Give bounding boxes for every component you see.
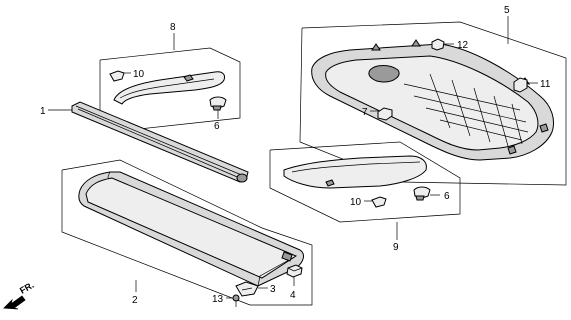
- weatherstrip-seal: [48, 101, 249, 183]
- bracket-3: [235, 281, 268, 297]
- clip-4: [286, 264, 303, 286]
- clip-7: [370, 107, 393, 121]
- rear-shelf-panel: [311, 39, 554, 161]
- rear-tray-shelf: [78, 171, 304, 287]
- callout-6-top: 6: [214, 121, 220, 132]
- callout-7: 7: [362, 107, 368, 118]
- group-2-frame: [61, 159, 313, 306]
- clip-6-lower: [413, 186, 440, 201]
- callout-10-top: 10: [133, 69, 145, 80]
- upper-trim-garnish: [113, 71, 225, 105]
- callout-4: 4: [290, 290, 296, 301]
- callout-9: 9: [393, 242, 399, 253]
- front-direction-label: FR.: [18, 280, 36, 296]
- callout-12: 12: [457, 40, 469, 51]
- callout-13: 13: [212, 294, 224, 305]
- callout-10-lower: 10: [350, 197, 362, 208]
- group-9-frame: [269, 141, 461, 240]
- callout-8: 8: [170, 22, 176, 33]
- front-direction-arrow-icon: [3, 295, 26, 310]
- clip-12: [431, 38, 454, 51]
- clip-6-top: [209, 96, 227, 119]
- callout-2: 2: [132, 295, 138, 306]
- callout-6-lower: 6: [444, 191, 450, 202]
- callout-5: 5: [504, 5, 510, 16]
- callout-3: 3: [270, 284, 276, 295]
- screw-13: [226, 294, 240, 307]
- clip-10-lower: [364, 196, 387, 208]
- clip-10-top: [109, 70, 131, 82]
- callout-11: 11: [540, 79, 551, 90]
- clip-11: [513, 77, 538, 93]
- lower-trim-garnish: [283, 155, 427, 189]
- group-5-frame: [299, 16, 567, 186]
- callout-1: 1: [40, 106, 46, 117]
